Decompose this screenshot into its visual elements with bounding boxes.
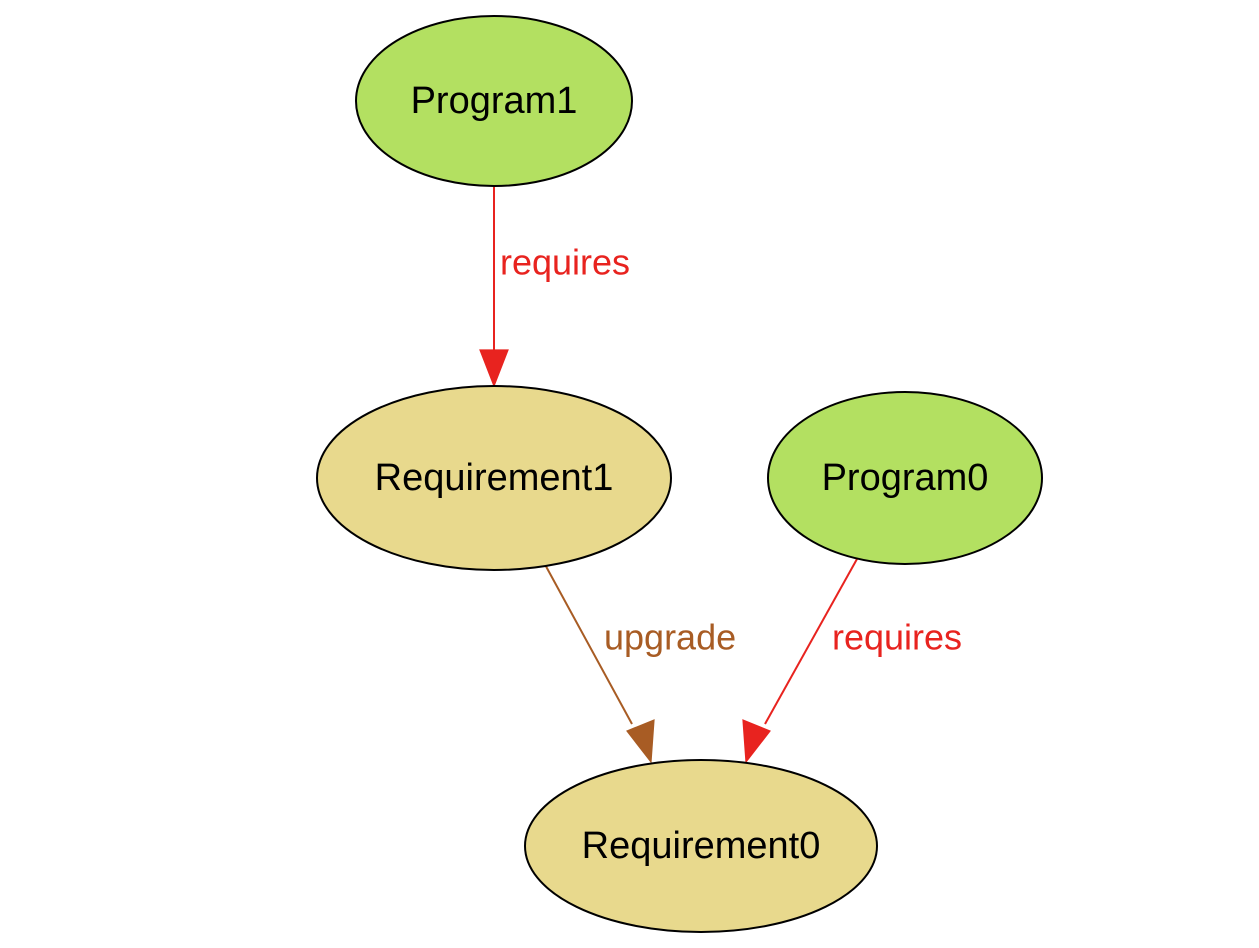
node-requirement0[interactable]: Requirement0 <box>524 759 878 933</box>
edge-label-upgrade: upgrade <box>604 617 736 658</box>
node-program0[interactable]: Program0 <box>767 391 1043 565</box>
arrowhead-icon <box>479 349 509 388</box>
node-label: Program1 <box>411 80 578 122</box>
node-program1[interactable]: Program1 <box>355 15 633 187</box>
node-label: Requirement1 <box>375 457 614 499</box>
arrowhead-icon <box>742 719 771 764</box>
edge-label-requires: requires <box>832 617 962 658</box>
arrowhead-icon <box>626 719 655 764</box>
node-label: Requirement0 <box>582 825 821 867</box>
edge-program1-requires-requirement1[interactable]: requires <box>479 187 630 388</box>
edge-line <box>764 558 858 725</box>
node-requirement1[interactable]: Requirement1 <box>316 385 672 571</box>
edge-requirement1-upgrade-requirement0[interactable]: upgrade <box>541 558 736 764</box>
edge-layer: requires upgrade requires <box>479 187 962 764</box>
node-ellipse[interactable] <box>355 15 633 187</box>
edge-line <box>541 558 633 725</box>
edge-label-requires: requires <box>500 242 630 283</box>
edge-program0-requires-requirement0[interactable]: requires <box>742 558 962 764</box>
node-ellipse[interactable] <box>767 391 1043 565</box>
node-label: Program0 <box>822 457 989 499</box>
node-ellipse[interactable] <box>316 385 672 571</box>
node-layer: Program1 Requirement1 Program0 Requireme… <box>316 15 1043 933</box>
node-ellipse[interactable] <box>524 759 878 933</box>
